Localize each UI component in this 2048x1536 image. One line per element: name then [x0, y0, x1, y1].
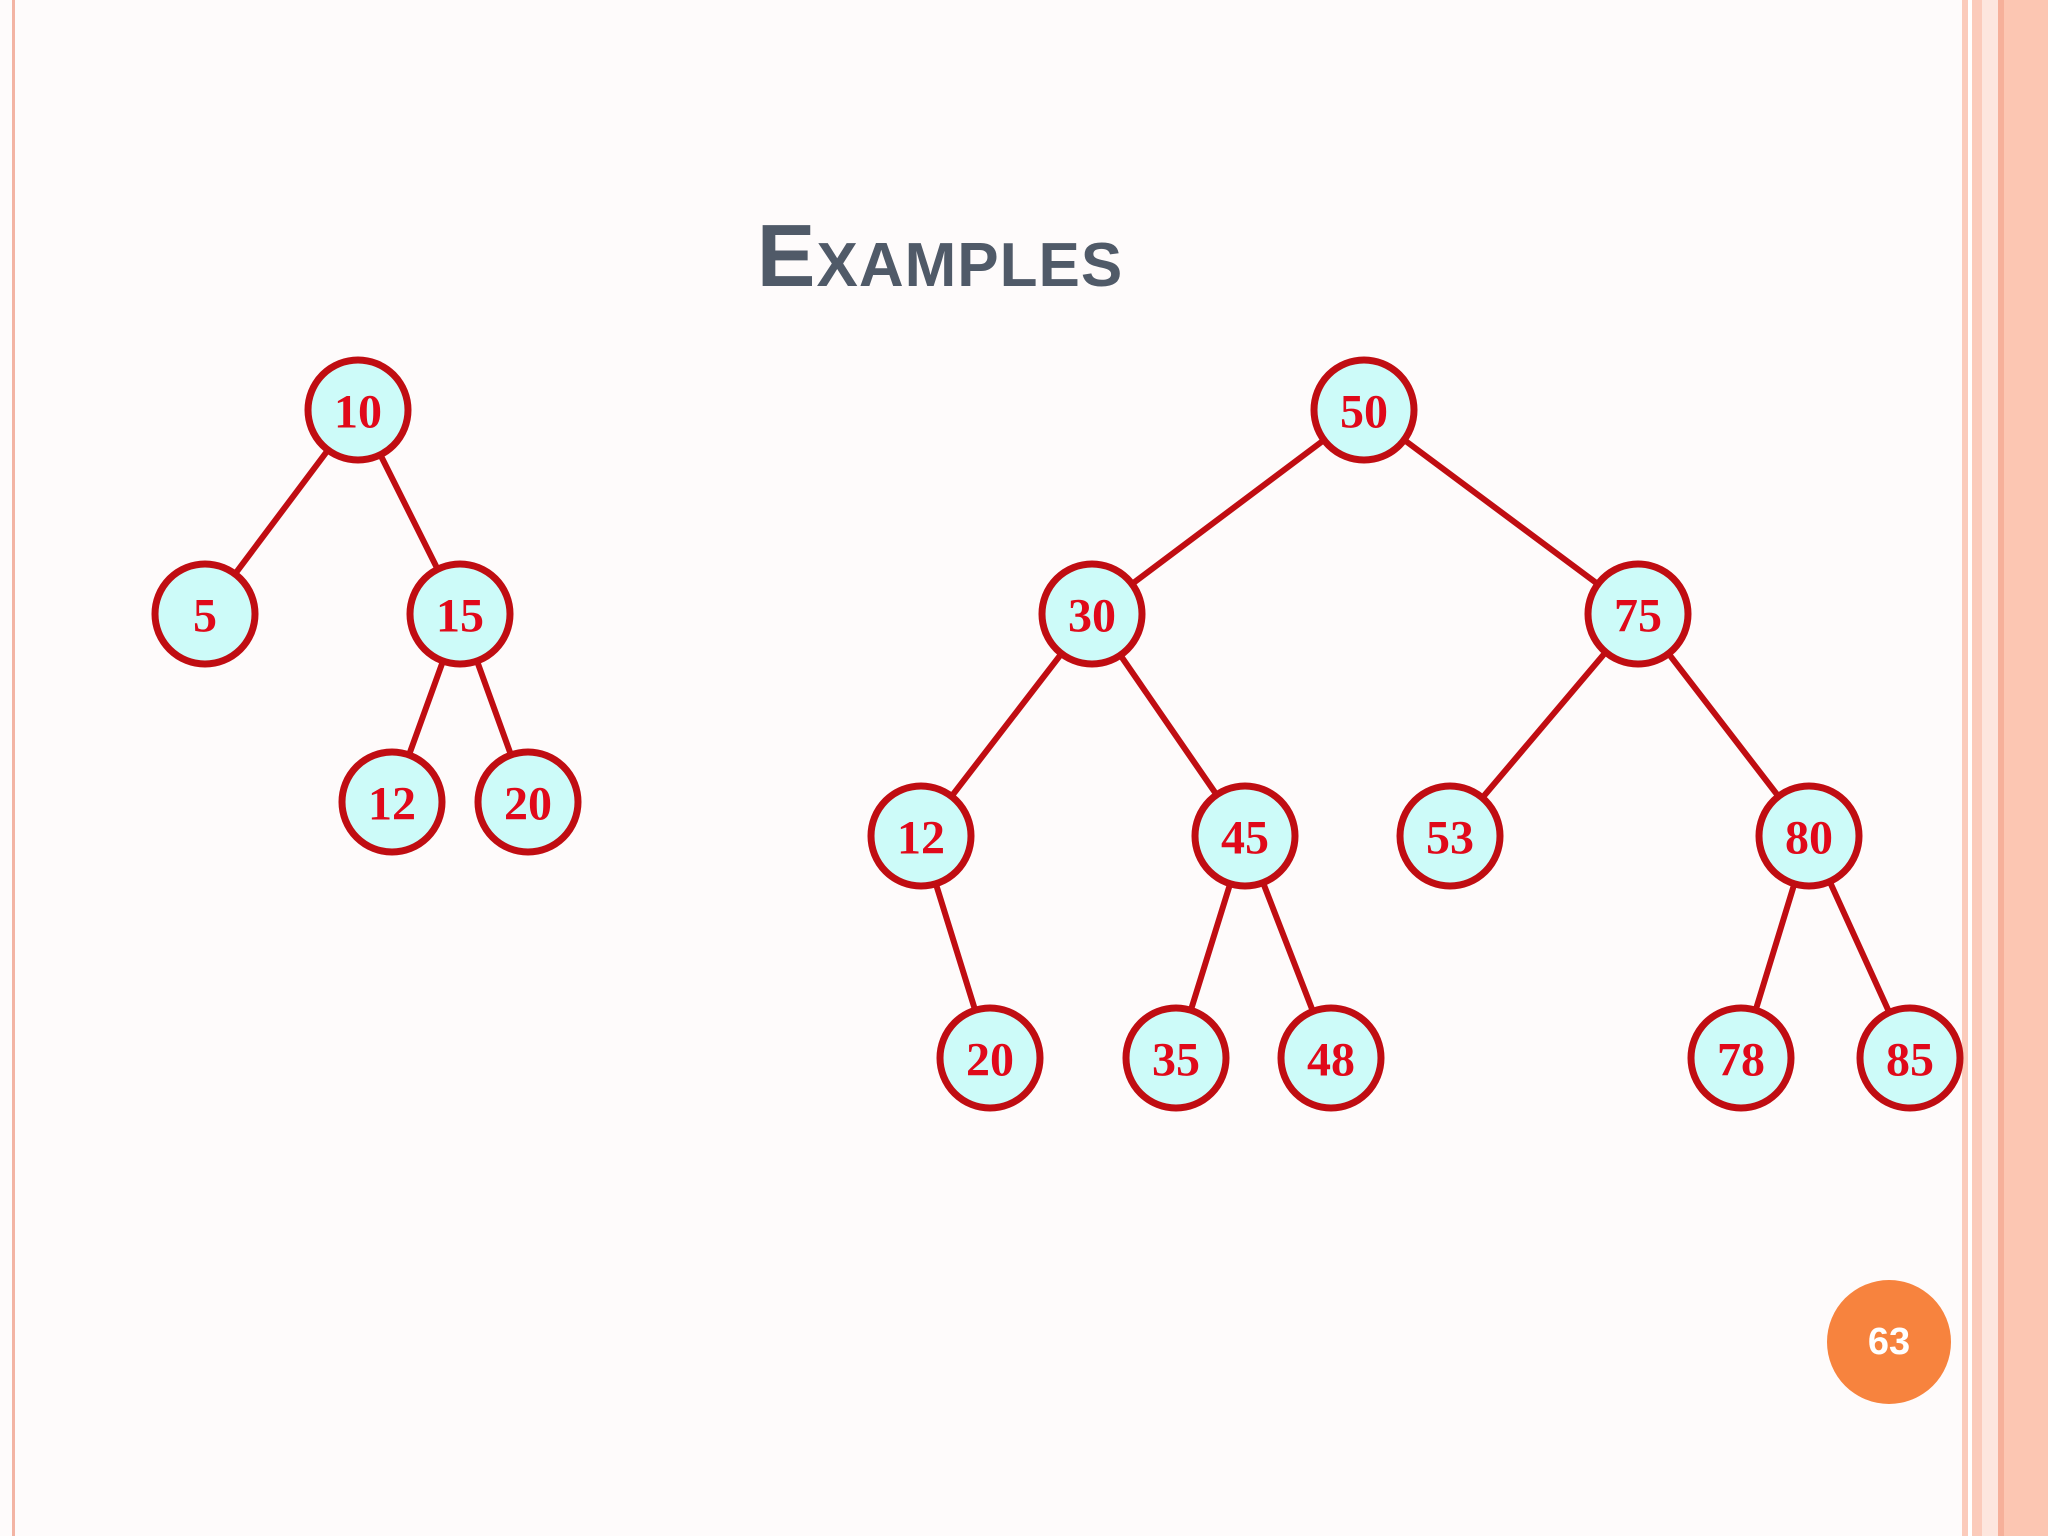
node-label: 12: [368, 778, 416, 831]
node-circle: [867, 782, 975, 890]
tree-node-a20: 20: [474, 748, 582, 856]
node-circle: [406, 560, 514, 668]
right-border-stripe: [1962, 0, 1968, 1536]
node-label: 80: [1785, 812, 1833, 865]
tree-node-b35: 35: [1122, 1004, 1230, 1112]
node-circle: [1038, 560, 1146, 668]
tree-node-b30: 30: [1038, 560, 1146, 668]
node-label: 35: [1152, 1034, 1200, 1087]
node-circle: [151, 560, 259, 668]
node-label: 15: [436, 590, 484, 643]
right-border-stripe: [1998, 0, 2004, 1536]
node-circle: [936, 1004, 1044, 1112]
right-border-stripe: [1972, 0, 1982, 1536]
tree-node-b85: 85: [1856, 1004, 1964, 1112]
node-circle: [1396, 782, 1504, 890]
left-border-line: [12, 0, 15, 1536]
tree-node-b48: 48: [1277, 1004, 1385, 1112]
node-label: 48: [1307, 1034, 1355, 1087]
tree-node-b45: 45: [1191, 782, 1299, 890]
node-label: 78: [1717, 1034, 1765, 1087]
node-circle: [1310, 356, 1418, 464]
node-circle: [338, 748, 446, 856]
edges-layer: [202, 407, 1913, 1061]
tree-node-b50: 50: [1310, 356, 1418, 464]
node-label: 45: [1221, 812, 1269, 865]
tree-node-b75: 75: [1584, 560, 1692, 668]
tree-node-a5: 5: [151, 560, 259, 668]
node-label: 50: [1340, 386, 1388, 439]
tree-node-a10: 10: [304, 356, 412, 464]
node-label: 10: [334, 386, 382, 439]
node-label: 20: [504, 778, 552, 831]
tree-node-b78: 78: [1687, 1004, 1795, 1112]
tree-node-b20: 20: [936, 1004, 1044, 1112]
tree-node-b12: 12: [867, 782, 975, 890]
node-circle: [1277, 1004, 1385, 1112]
node-label: 30: [1068, 590, 1116, 643]
node-circle: [474, 748, 582, 856]
right-border-stripe: [2004, 0, 2048, 1536]
tree-edge: [1361, 407, 1641, 617]
node-label: 20: [966, 1034, 1014, 1087]
node-label: 5: [193, 590, 217, 643]
node-label: 12: [897, 812, 945, 865]
node-label: 53: [1426, 812, 1474, 865]
page-number-badge: 63: [1827, 1280, 1951, 1404]
tree-node-b80: 80: [1755, 782, 1863, 890]
tree-node-a12: 12: [338, 748, 446, 856]
slide-title: Examples: [756, 206, 1124, 305]
node-circle: [1755, 782, 1863, 890]
node-circle: [1687, 1004, 1795, 1112]
node-label: 75: [1614, 590, 1662, 643]
node-circle: [1122, 1004, 1230, 1112]
right-border-stripe: [1968, 0, 1972, 1536]
node-circle: [1191, 782, 1299, 890]
node-circle: [1584, 560, 1692, 668]
tree-edge: [1089, 407, 1367, 617]
node-circle: [304, 356, 412, 464]
node-circle: [1856, 1004, 1964, 1112]
nodes-layer: 10 5 15 12 20 50 30 75 12 45 53 80 20 35 48 78 85: [151, 356, 1964, 1112]
tree-node-b53: 53: [1396, 782, 1504, 890]
right-border-stripe: [1982, 0, 1998, 1536]
tree-node-a15: 15: [406, 560, 514, 668]
node-label: 85: [1886, 1034, 1934, 1087]
